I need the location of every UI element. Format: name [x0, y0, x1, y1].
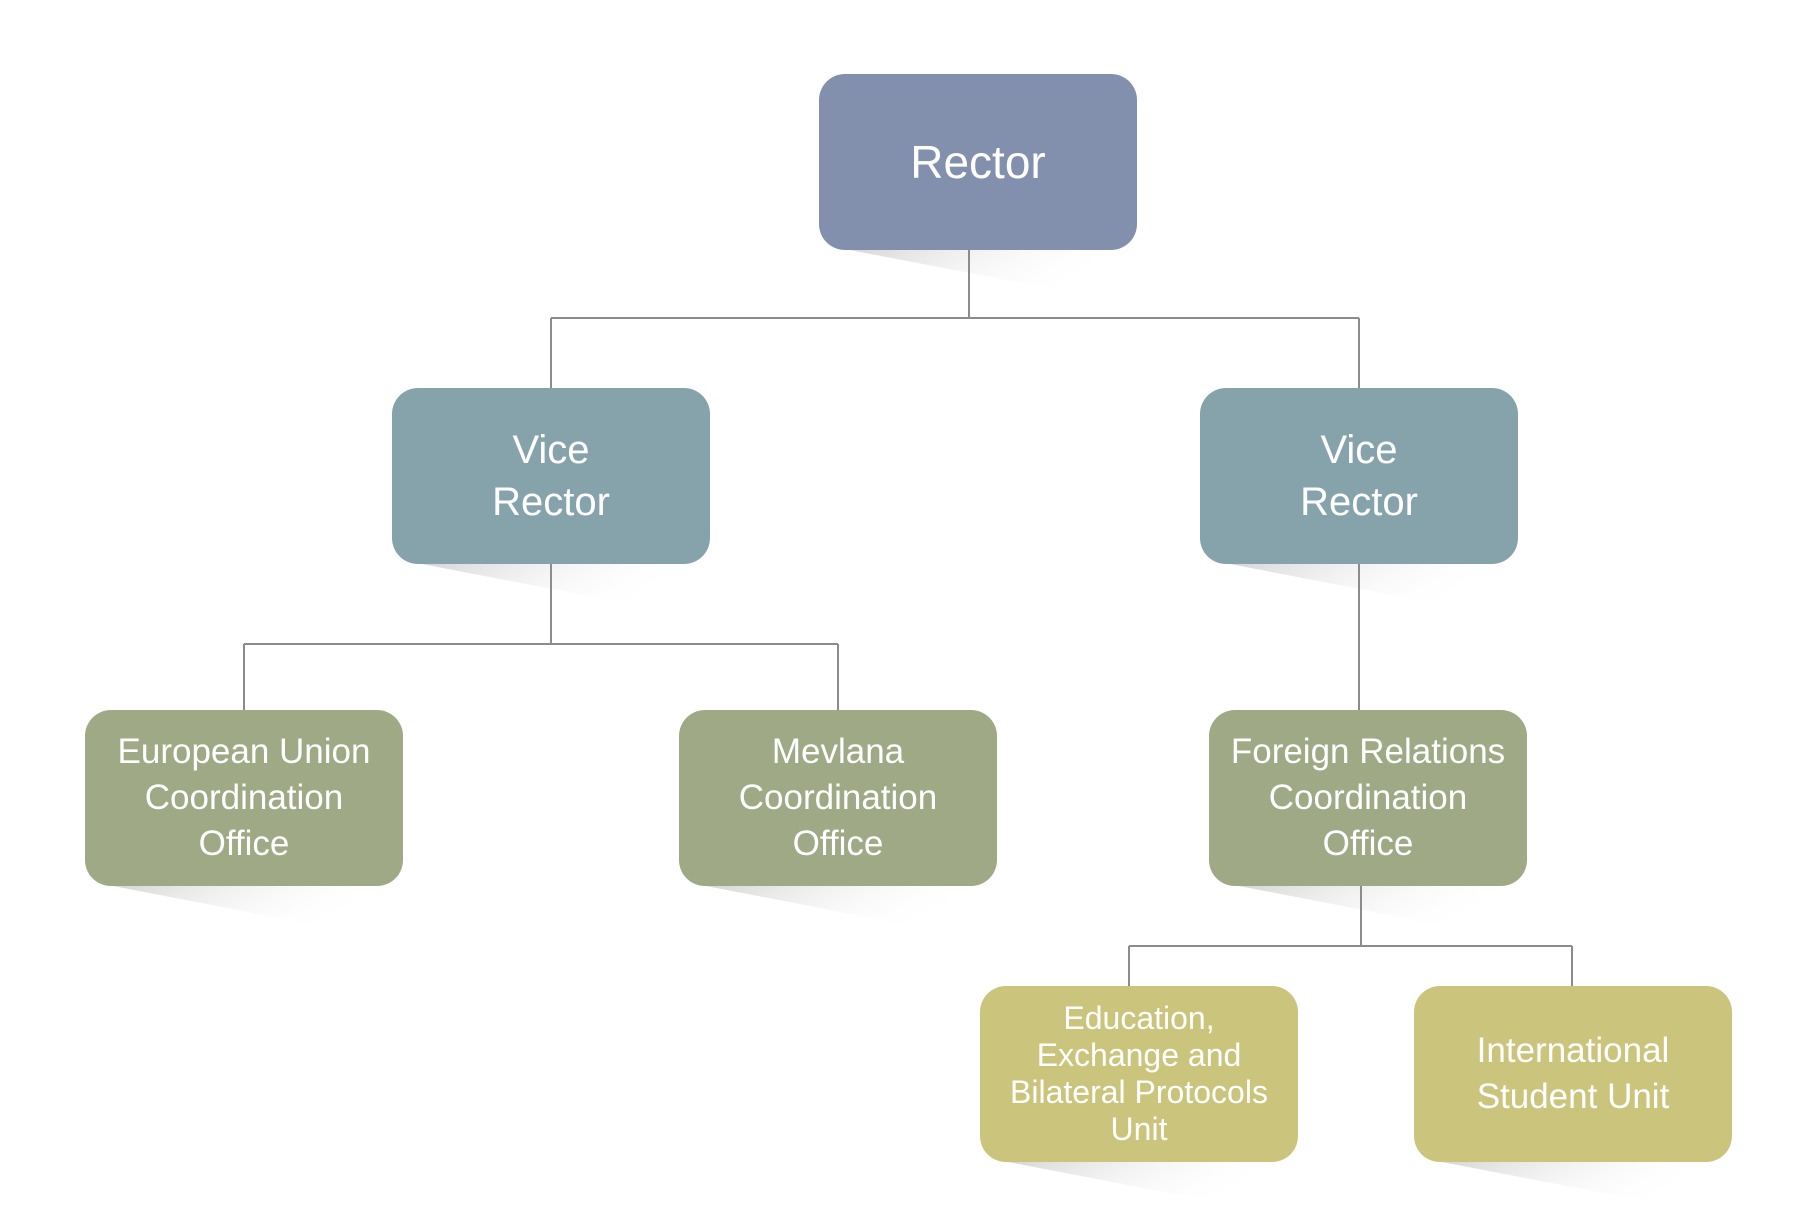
- shadow-eu-office: [113, 886, 373, 936]
- node-eu-coordination-office: European Union Coordination Office: [85, 710, 403, 886]
- node-international-unit-label-2: Student Unit: [1476, 1077, 1670, 1116]
- node-mevlana-office-label-3: Office: [792, 824, 884, 863]
- node-rector: Rector: [819, 74, 1137, 250]
- node-international-unit-label-1: International: [1476, 1031, 1670, 1070]
- node-vice-rector-left-label-1: Vice: [512, 428, 590, 472]
- node-eu-office-label-2: Coordination: [144, 778, 344, 817]
- node-foreign-office-label-1: Foreign Relations: [1230, 732, 1506, 771]
- node-eu-office-label-3: Office: [198, 824, 290, 863]
- node-mevlana-coordination-office: Mevlana Coordination Office: [679, 710, 997, 886]
- node-education-unit-label-1: Education,: [1063, 1000, 1215, 1036]
- node-education-unit-label-3: Bilateral Protocols: [1010, 1074, 1268, 1110]
- node-vice-rector-right-label-1: Vice: [1320, 428, 1398, 472]
- node-international-student-unit: International Student Unit: [1414, 986, 1732, 1162]
- node-foreign-office-label-2: Coordination: [1268, 778, 1468, 817]
- shadow-international-unit: [1442, 1162, 1702, 1212]
- node-education-unit-label-4: Unit: [1110, 1111, 1168, 1147]
- node-mevlana-office-label-2: Coordination: [738, 778, 938, 817]
- shadow-education-unit: [1008, 1162, 1268, 1212]
- node-foreign-office-label-3: Office: [1322, 824, 1414, 863]
- node-shadows: [113, 250, 1702, 1212]
- node-vice-rector-left: Vice Rector: [392, 388, 710, 564]
- node-rector-label: Rector: [910, 136, 1046, 188]
- shadow-mevlana-office: [706, 886, 966, 936]
- node-education-unit-label-2: Exchange and: [1036, 1037, 1242, 1073]
- node-eu-office-label-1: European Union: [117, 732, 371, 771]
- node-mevlana-office-label-1: Mevlana: [771, 732, 905, 771]
- shadow-rector: [850, 250, 1110, 300]
- shadow-foreign-office: [1239, 886, 1499, 936]
- connectors: [243, 250, 1573, 986]
- node-vice-rector-left-label-2: Rector: [492, 480, 610, 524]
- node-foreign-relations-coordination-office: Foreign Relations Coordination Office: [1209, 710, 1527, 886]
- node-vice-rector-right: Vice Rector: [1200, 388, 1518, 564]
- node-education-exchange-unit: Education, Exchange and Bilateral Protoc…: [980, 986, 1298, 1162]
- node-vice-rector-right-label-2: Rector: [1300, 480, 1418, 524]
